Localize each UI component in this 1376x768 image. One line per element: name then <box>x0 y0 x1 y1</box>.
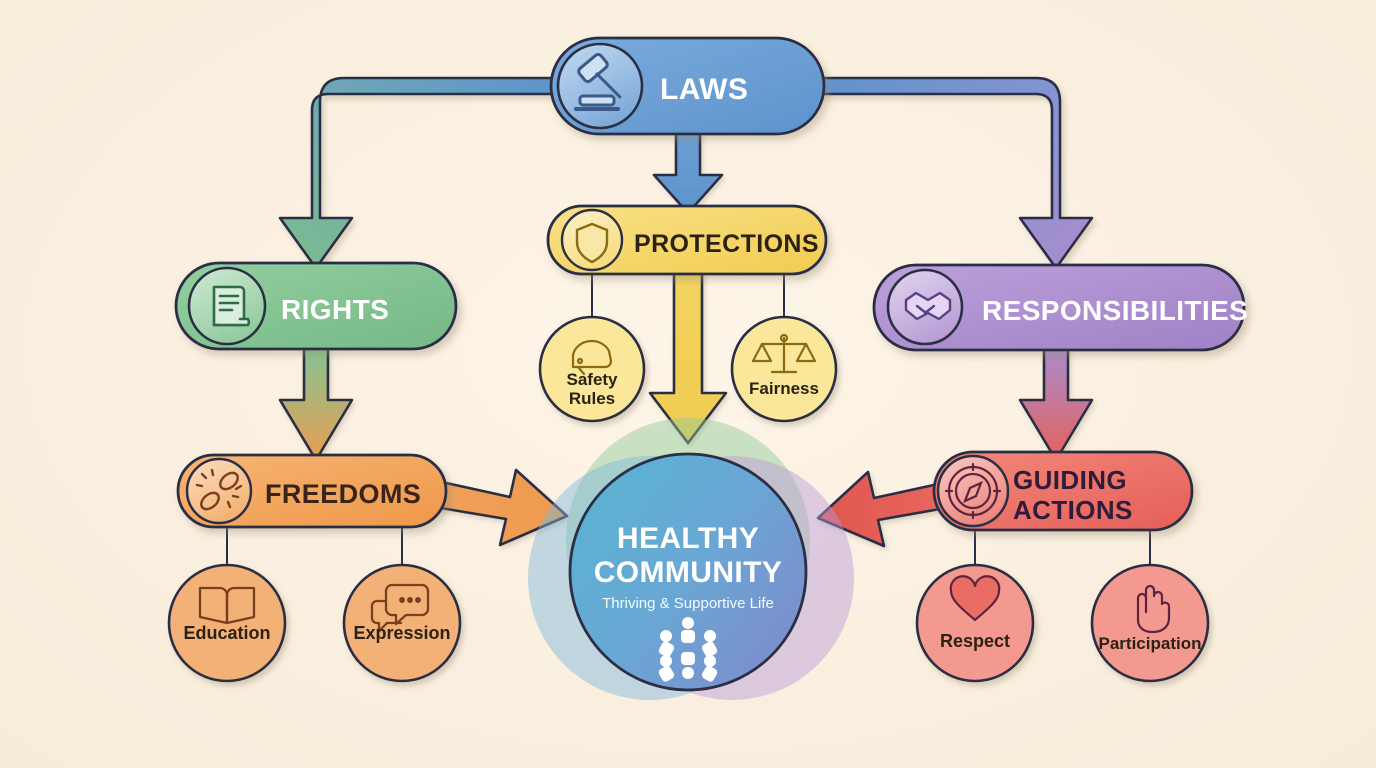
node-responsibilities[interactable] <box>872 263 1246 352</box>
open-book-icon <box>198 586 256 625</box>
center-circle <box>568 452 808 692</box>
responsibilities-pill <box>872 263 1246 352</box>
freedoms-label: FREEDOMS <box>265 479 421 509</box>
safety-rules-circle <box>538 315 646 423</box>
responsibilities-content: RESPONSIBILITIES <box>886 268 1248 346</box>
guiding-actions-label-line1: GUIDING <box>1013 465 1127 495</box>
guiding-actions-label-line2: ACTIONS <box>1013 495 1133 525</box>
raised-hand-icon <box>1136 584 1171 634</box>
protections-label: PROTECTIONS <box>634 230 819 258</box>
heart-icon <box>949 575 1001 622</box>
fairness-label: Fairness <box>749 379 819 398</box>
leaf-education[interactable]: Education <box>167 563 287 683</box>
safety-rules-label-line2: Rules <box>569 389 615 408</box>
responsibilities-label: RESPONSIBILITIES <box>982 295 1248 326</box>
participation-circle <box>1090 563 1210 683</box>
node-healthy-community[interactable]: HEALTHY COMMUNITY Thriving & Supportive … <box>568 452 808 692</box>
broken-chain-icon <box>195 468 243 511</box>
laws-label: LAWS <box>660 73 748 106</box>
guiding-actions-content: GUIDING ACTIONS <box>936 454 1133 528</box>
respect-label: Respect <box>940 631 1010 651</box>
freedoms-icon-badge <box>185 457 253 525</box>
leaf-respect[interactable]: Respect <box>915 563 1035 683</box>
laws-content: LAWS <box>556 42 748 130</box>
leaf-safety-rules[interactable]: Safety Rules <box>538 315 646 423</box>
leaf-participation[interactable]: Participation <box>1090 563 1210 683</box>
people-circle-icon <box>658 617 718 682</box>
respect-circle <box>915 563 1035 683</box>
leaf-expression[interactable]: Expression <box>342 563 462 683</box>
leaf-fairness[interactable]: Fairness <box>730 315 838 423</box>
rights-content: RIGHTS <box>187 266 389 346</box>
helmet-icon <box>571 339 613 376</box>
speech-bubbles-icon <box>370 583 430 633</box>
participation-label: Participation <box>1099 634 1202 653</box>
scroll-icon <box>212 285 251 327</box>
freedoms-content: FREEDOMS <box>185 457 421 525</box>
center-title-line1: HEALTHY <box>617 522 759 555</box>
protections-content: PROTECTIONS <box>560 208 819 272</box>
scales-icon <box>751 333 817 374</box>
compass-icon <box>944 462 1002 520</box>
handshake-icon <box>904 291 952 321</box>
center-title-line2: COMMUNITY <box>594 556 783 589</box>
expression-label: Expression <box>353 623 450 643</box>
education-label: Education <box>183 623 270 643</box>
safety-rules-label-line1: Safety <box>566 370 618 389</box>
center-subtitle: Thriving & Supportive Life <box>602 595 774 612</box>
rights-label: RIGHTS <box>281 294 389 325</box>
shield-icon <box>575 222 609 264</box>
gavel-icon <box>574 53 622 111</box>
